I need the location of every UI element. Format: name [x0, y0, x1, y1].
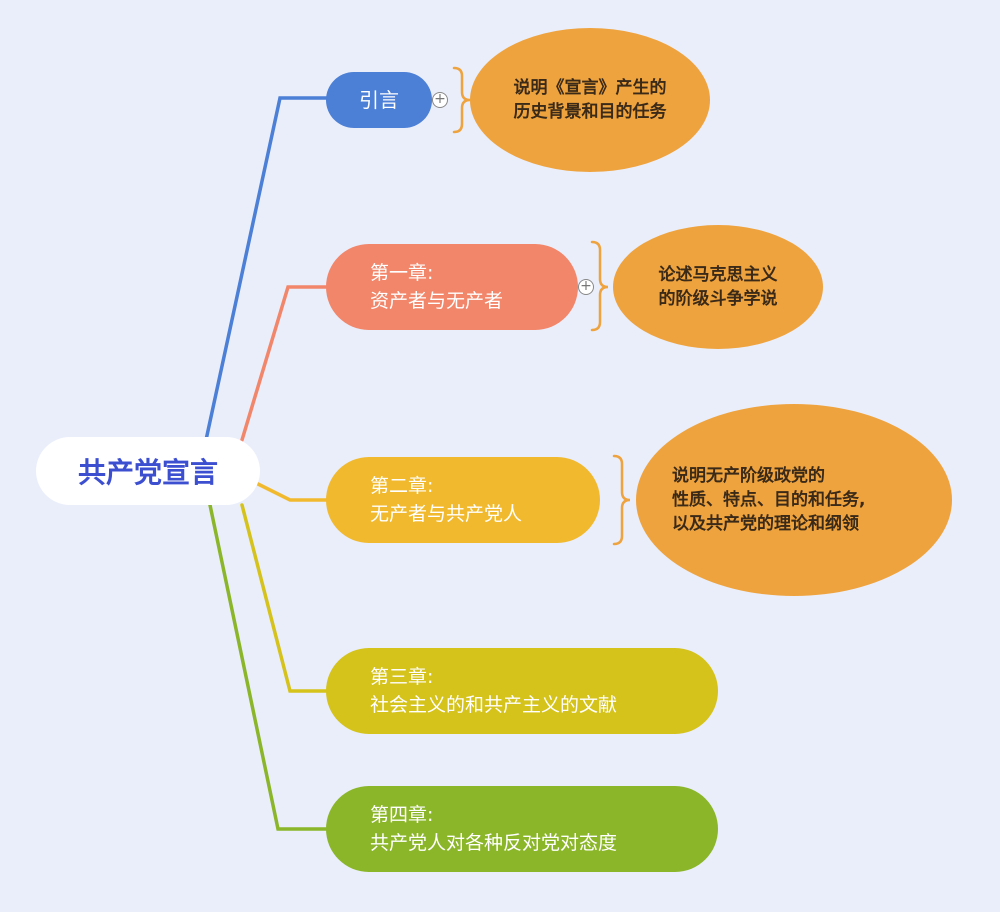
note-chapter-1-line-2: 的阶级斗争学说 [658, 289, 778, 309]
branch-intro-title: 引言 [359, 88, 399, 112]
branch-chapter-3-title: 社会主义的和共产主义的文献 [370, 694, 618, 716]
branch-chapter-3-heading: 第三章: [370, 666, 434, 688]
note-chapter-2-line-1: 说明无产阶级政党的 [672, 466, 825, 486]
connector-chapter-3 [240, 503, 328, 693]
branch-intro[interactable]: 引言 [326, 72, 432, 128]
branch-chapter-4-title: 共产党人对各种反对党对态度 [370, 832, 618, 854]
branch-chapter-1[interactable]: 第一章: 资产者与无产者 [326, 244, 578, 330]
note-chapter-2-line-2: 性质、特点、目的和任务, [672, 490, 866, 510]
branch-chapter-2[interactable]: 第二章: 无产者与共产党人 [326, 457, 600, 543]
root-label: 共产党宣言 [77, 456, 218, 489]
connector-chapter-1 [240, 285, 328, 442]
branch-chapter-2-heading: 第二章: [370, 475, 434, 497]
note-intro[interactable]: 说明《宣言》产生的 历史背景和目的任务 [470, 28, 710, 172]
brace-chapter-2-note [612, 454, 631, 546]
branch-chapter-1-title: 资产者与无产者 [370, 290, 504, 312]
branch-chapter-1-heading: 第一章: [370, 262, 434, 284]
circle-plus-icon[interactable]: + [578, 279, 594, 295]
connector-chapter-4 [208, 503, 328, 831]
note-intro-line-2: 历史背景和目的任务 [513, 102, 667, 122]
note-chapter-1[interactable]: 论述马克思主义 的阶级斗争学说 [613, 225, 823, 349]
branch-chapter-4[interactable]: 第四章: 共产党人对各种反对党对态度 [326, 786, 718, 872]
connector-intro [204, 96, 328, 442]
root-node[interactable]: 共产党宣言 [36, 437, 260, 505]
note-intro-line-1: 说明《宣言》产生的 [513, 78, 667, 98]
brace-intro-note [452, 66, 471, 134]
branch-chapter-4-heading: 第四章: [370, 804, 434, 826]
connector-chapter-2 [256, 482, 328, 502]
branch-chapter-2-title: 无产者与共产党人 [370, 503, 523, 525]
branch-chapter-3[interactable]: 第三章: 社会主义的和共产主义的文献 [326, 648, 718, 734]
circle-plus-icon[interactable]: + [432, 92, 448, 108]
note-chapter-1-line-1: 论述马克思主义 [658, 265, 778, 285]
note-chapter-2-line-3: 以及共产党的理论和纲领 [672, 514, 859, 534]
brace-chapter-1-note [590, 240, 609, 332]
note-chapter-2[interactable]: 说明无产阶级政党的 性质、特点、目的和任务, 以及共产党的理论和纲领 [636, 404, 952, 596]
